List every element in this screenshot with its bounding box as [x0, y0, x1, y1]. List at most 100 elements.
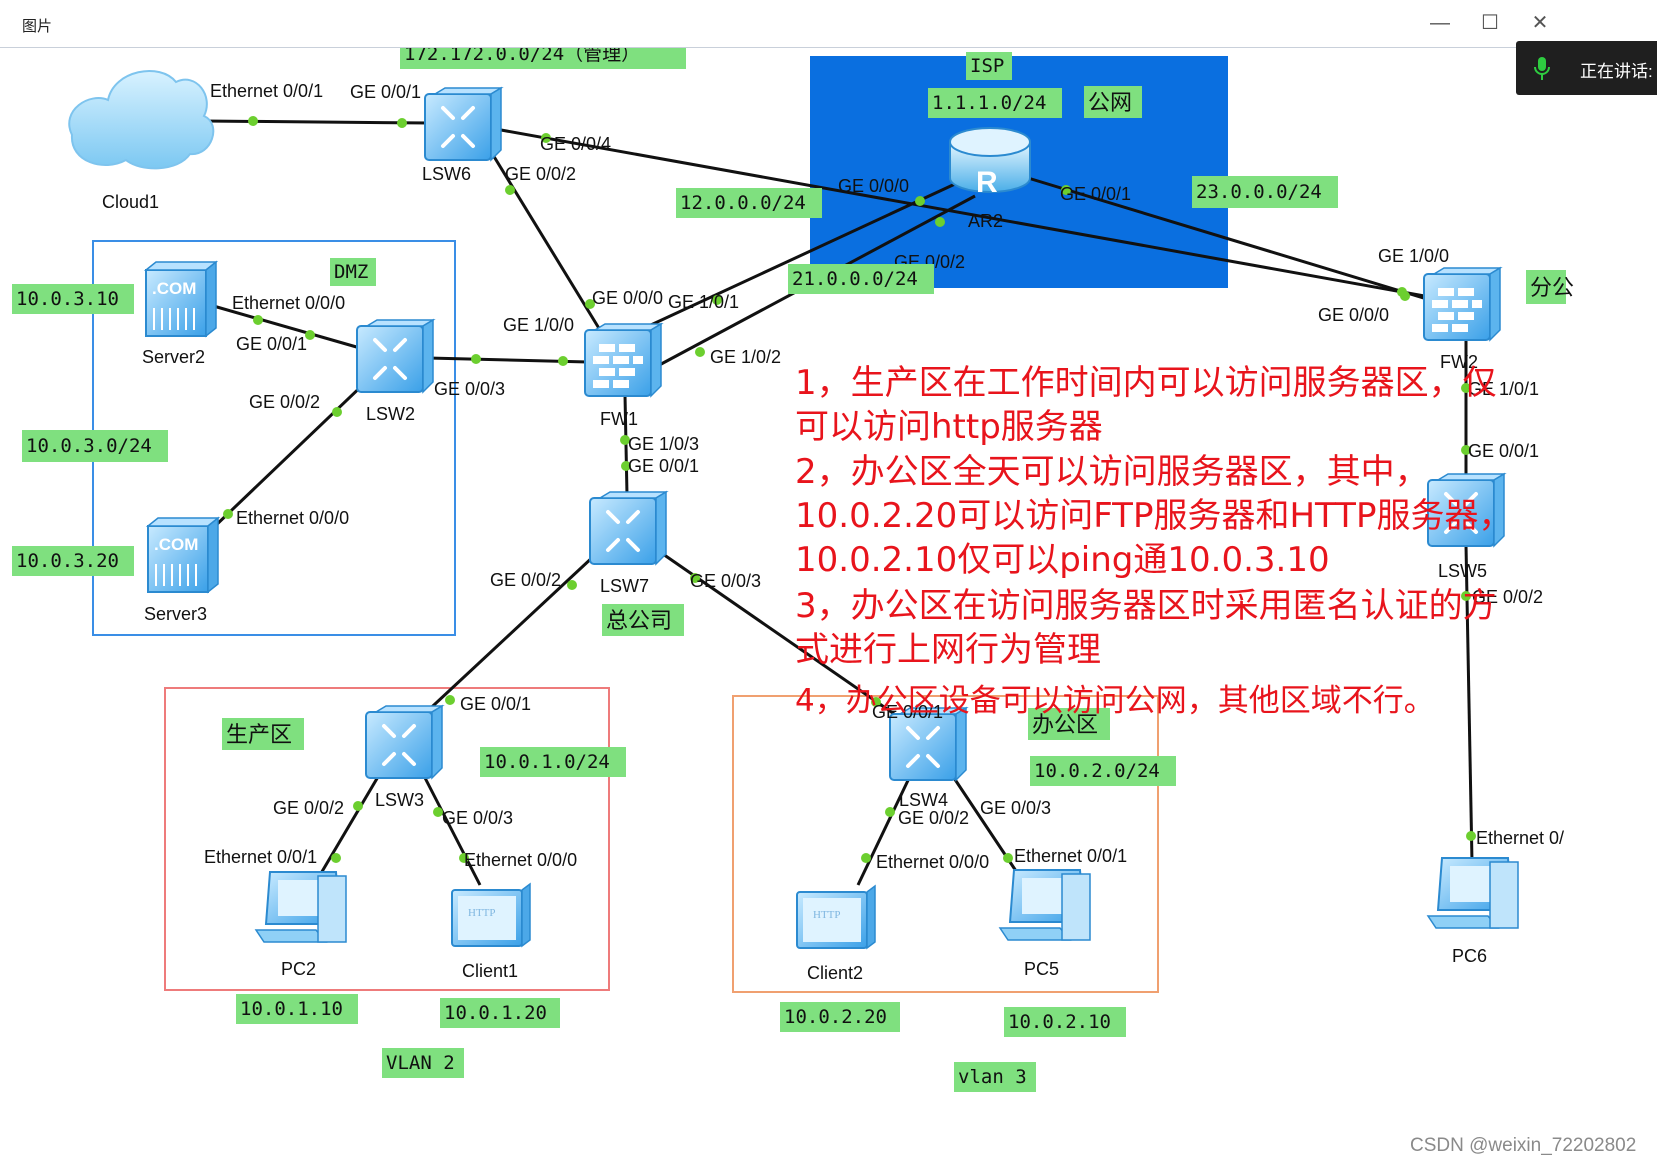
port-label: GE 1/0/1 [1468, 379, 1539, 399]
hq-tag: 总公司 [606, 609, 672, 634]
dmz-subnet-tag: 10.0.3.0/24 [26, 435, 152, 457]
pc2-ip-tag: 10.0.1.10 [240, 998, 343, 1020]
link-dots [223, 116, 1476, 863]
subnet-23-tag: 23.0.0.0/24 [1196, 181, 1322, 203]
port-label: GE 0/0/3 [690, 571, 761, 591]
port-label: Ethernet 0/0/1 [210, 81, 323, 101]
network-topology-diagram: Cloud1 LSW6 R AR2 .COM Server2 LSW2 .COM… [12, 48, 1574, 1092]
link-lsw3-pc2 [318, 769, 384, 876]
fw1-firewall-icon[interactable] [584, 323, 662, 397]
link-lsw3-client1 [420, 771, 482, 886]
lsw6-label: LSW6 [422, 164, 471, 184]
dmz-tag: DMZ [334, 261, 368, 283]
server2-badge: .COM [152, 279, 196, 298]
fw2-firewall-icon[interactable] [1423, 267, 1501, 341]
port-label: GE 0/0/1 [1468, 441, 1539, 461]
port-label: GE 0/0/2 [505, 164, 576, 184]
minimize-button[interactable]: — [1430, 12, 1450, 34]
requirement-line: 3，办公区在访问服务器区时采用匿名认证的方 [795, 586, 1497, 626]
requirement-line: 2，办公区全天可以访问服务器区，其中， [795, 452, 1429, 492]
public-net-tag: 公网 [1088, 91, 1132, 116]
requirement-line: 式进行上网行为管理 [795, 630, 1101, 670]
requirement-line: 可以访问http服务器 [795, 407, 1103, 447]
port-label: GE 0/0/3 [442, 808, 513, 828]
port-label: GE 0/0/1 [236, 334, 307, 354]
link-ar2-fw2 [1027, 176, 1431, 302]
lsw7-label: LSW7 [600, 576, 649, 596]
server3-badge: .COM [154, 535, 198, 554]
port-label: GE 0/0/1 [1060, 184, 1131, 204]
requirement-line: 10.0.2.20可以访问FTP服务器和HTTP服务器， [795, 496, 1512, 536]
lsw3-switch-icon[interactable] [364, 704, 444, 780]
requirement-line: 1，生产区在工作时间内可以访问服务器区，仅 [795, 363, 1497, 403]
port-label: GE 0/0/0 [592, 288, 663, 308]
pc2-label: PC2 [281, 959, 316, 979]
voice-indicator[interactable]: 正在讲话: [1516, 41, 1657, 95]
fw2-label: FW2 [1440, 352, 1478, 372]
cloud-icon[interactable] [68, 70, 215, 170]
ar2-label: AR2 [968, 211, 1003, 231]
port-label: Ethernet 0/0/1 [1014, 846, 1127, 866]
port-labels: Ethernet 0/0/1 GE 0/0/1 GE 0/0/4 GE 0/0/… [204, 81, 1564, 872]
lsw4-label: LSW4 [899, 790, 948, 810]
port-label: GE 0/0/0 [838, 176, 909, 196]
port-label: Ethernet 0/0/0 [464, 850, 577, 870]
client1-label: Client1 [462, 961, 518, 981]
green-tags: 172.172.0.0/24（管理） ISP 1.1.1.0/24 公网 12.… [12, 48, 1574, 1092]
pc5-computer-icon[interactable] [999, 869, 1091, 941]
mgmt-subnet-tag: 172.172.0.0/24（管理） [404, 48, 640, 65]
port-label: GE 1/0/1 [668, 292, 739, 312]
link-lsw4-client2 [856, 771, 914, 886]
pc6-computer-icon[interactable] [1427, 857, 1519, 929]
port-label: Ethernet 0/0/0 [232, 293, 345, 313]
port-label: Ethernet 0/0/0 [236, 508, 349, 528]
isp-subnet-tag: 1.1.1.0/24 [932, 92, 1046, 114]
server3-icon[interactable] [147, 517, 219, 593]
client1-http-badge: HTTP [468, 907, 496, 919]
port-label: GE 1/0/2 [710, 347, 781, 367]
client2-http-badge: HTTP [813, 909, 841, 921]
watermark: CSDN @weixin_72202802 [1410, 1135, 1637, 1156]
subnet-12-tag: 12.0.0.0/24 [680, 192, 806, 214]
subnet-21-tag: 21.0.0.0/24 [792, 268, 918, 290]
window-title: 图片 [22, 18, 53, 35]
lsw7-switch-icon[interactable] [588, 490, 668, 566]
ar2-router-icon[interactable]: R [949, 127, 1031, 199]
isp-tag: ISP [970, 55, 1004, 77]
branch-tag: 分公 [1530, 276, 1574, 301]
port-label: GE 0/0/2 [490, 570, 561, 590]
server2-ip-tag: 10.0.3.10 [16, 288, 119, 310]
pc6-label: PC6 [1452, 946, 1487, 966]
server2-label: Server2 [142, 347, 205, 367]
port-label: GE 0/0/1 [460, 694, 531, 714]
port-label: GE 0/0/3 [980, 798, 1051, 818]
production-tag: 生产区 [226, 723, 292, 748]
cloud1-label: Cloud1 [102, 192, 159, 212]
lsw2-switch-icon[interactable] [355, 318, 435, 394]
port-label: GE 0/0/0 [1318, 305, 1389, 325]
port-label: GE 1/0/0 [503, 315, 574, 335]
port-label: GE 0/0/2 [273, 798, 344, 818]
port-label: GE 1/0/3 [628, 434, 699, 454]
server2-icon[interactable] [145, 261, 217, 337]
client1-ip-tag: 10.0.1.20 [444, 1002, 547, 1024]
lsw6-switch-icon[interactable] [423, 86, 503, 162]
prod-subnet-tag: 10.0.1.0/24 [484, 751, 610, 773]
requirement-line: 10.0.2.10仅可以ping通10.0.3.10 [795, 540, 1330, 580]
port-label: GE 0/0/3 [434, 379, 505, 399]
port-label: Ethernet 0/ [1476, 828, 1564, 848]
vlan2-tag: VLAN 2 [386, 1052, 455, 1074]
port-label: GE 1/0/0 [1378, 246, 1449, 266]
pc2-computer-icon[interactable] [255, 871, 347, 943]
office-tag: 办公区 [1032, 713, 1098, 738]
link-lsw6-fw1 [488, 149, 602, 331]
port-label: GE 0/0/1 [628, 456, 699, 476]
maximize-button[interactable]: ☐ [1481, 12, 1499, 34]
client2-ip-tag: 10.0.2.20 [784, 1006, 887, 1028]
link-lsw6-fw2 [489, 126, 1431, 299]
close-button[interactable]: ✕ [1531, 12, 1549, 34]
pc5-label: PC5 [1024, 959, 1059, 979]
link-cloud-lsw6 [204, 119, 431, 125]
port-label: GE 0/0/1 [872, 702, 943, 722]
fw1-label: FW1 [600, 409, 638, 429]
